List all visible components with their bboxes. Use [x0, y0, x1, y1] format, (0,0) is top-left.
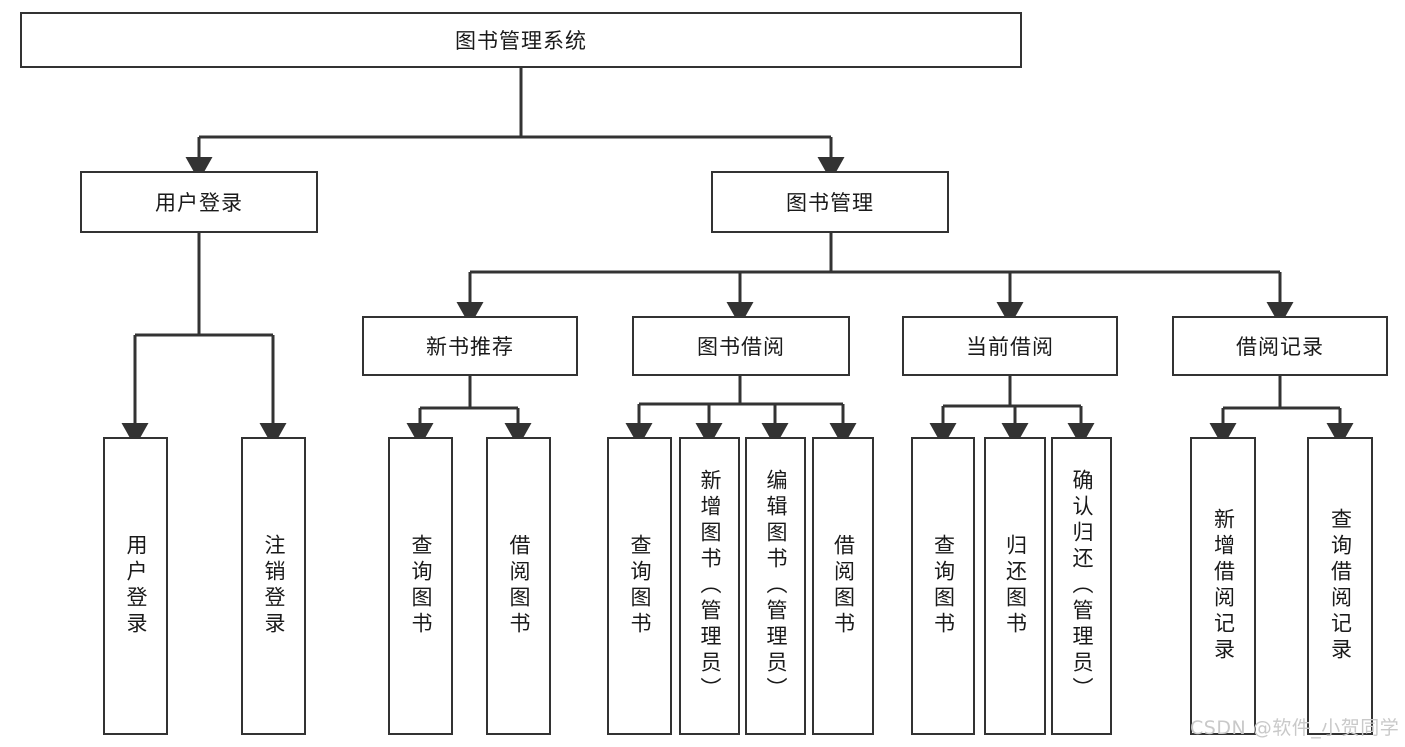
leaf-borrow-book-label: 借阅图书: [831, 534, 856, 638]
leaf-user-login-label: 用户登录: [124, 534, 148, 638]
leaf-query-book-new-label: 查询图书: [409, 534, 433, 638]
node-book-management-label: 图书管理: [786, 191, 874, 215]
node-current-borrow[interactable]: 当前借阅: [902, 316, 1118, 376]
leaf-confirm-return-admin[interactable]: 确认归还（管理员）: [1051, 437, 1112, 735]
leaf-borrow-book-new[interactable]: 借阅图书: [486, 437, 551, 735]
leaf-query-book-current[interactable]: 查询图书: [911, 437, 975, 735]
leaf-add-book-admin[interactable]: 新增图书（管理员）: [679, 437, 740, 735]
leaf-query-book-borrow-label: 查询图书: [628, 534, 652, 638]
leaf-query-book-current-label: 查询图书: [931, 534, 956, 638]
leaf-user-login[interactable]: 用户登录: [103, 437, 168, 735]
node-user-login[interactable]: 用户登录: [80, 171, 318, 233]
leaf-edit-book-admin[interactable]: 编辑图书（管理员）: [745, 437, 806, 735]
node-new-book-recommend-label: 新书推荐: [426, 335, 514, 359]
leaf-query-borrow-record[interactable]: 查询借阅记录: [1307, 437, 1373, 735]
node-book-management[interactable]: 图书管理: [711, 171, 949, 233]
leaf-return-book[interactable]: 归还图书: [984, 437, 1046, 735]
csdn-watermark-text: CSDN @软件_小贺同学: [1190, 717, 1400, 739]
leaf-query-book-new[interactable]: 查询图书: [388, 437, 453, 735]
node-borrow-records[interactable]: 借阅记录: [1172, 316, 1388, 376]
leaf-edit-book-admin-label: 编辑图书（管理员）: [764, 469, 788, 703]
node-user-login-label: 用户登录: [155, 191, 243, 215]
leaf-query-borrow-record-label: 查询借阅记录: [1328, 508, 1353, 664]
node-new-book-recommend[interactable]: 新书推荐: [362, 316, 578, 376]
leaf-add-borrow-record-label: 新增借阅记录: [1211, 508, 1236, 664]
leaf-add-borrow-record[interactable]: 新增借阅记录: [1190, 437, 1256, 735]
leaf-user-logout-label: 注销登录: [262, 534, 286, 638]
leaf-query-book-borrow[interactable]: 查询图书: [607, 437, 672, 735]
leaf-return-book-label: 归还图书: [1003, 534, 1028, 638]
node-current-borrow-label: 当前借阅: [966, 335, 1054, 359]
leaf-borrow-book[interactable]: 借阅图书: [812, 437, 874, 735]
node-book-borrow-label: 图书借阅: [697, 335, 785, 359]
csdn-watermark: CSDN @软件_小贺同学: [1190, 713, 1399, 740]
leaf-add-book-admin-label: 新增图书（管理员）: [698, 469, 722, 703]
node-borrow-records-label: 借阅记录: [1236, 335, 1324, 359]
node-root-label: 图书管理系统: [455, 29, 587, 53]
node-root[interactable]: 图书管理系统: [20, 12, 1022, 68]
leaf-confirm-return-admin-label: 确认归还（管理员）: [1070, 469, 1094, 703]
node-book-borrow[interactable]: 图书借阅: [632, 316, 850, 376]
leaf-borrow-book-new-label: 借阅图书: [507, 534, 531, 638]
leaf-user-logout[interactable]: 注销登录: [241, 437, 306, 735]
